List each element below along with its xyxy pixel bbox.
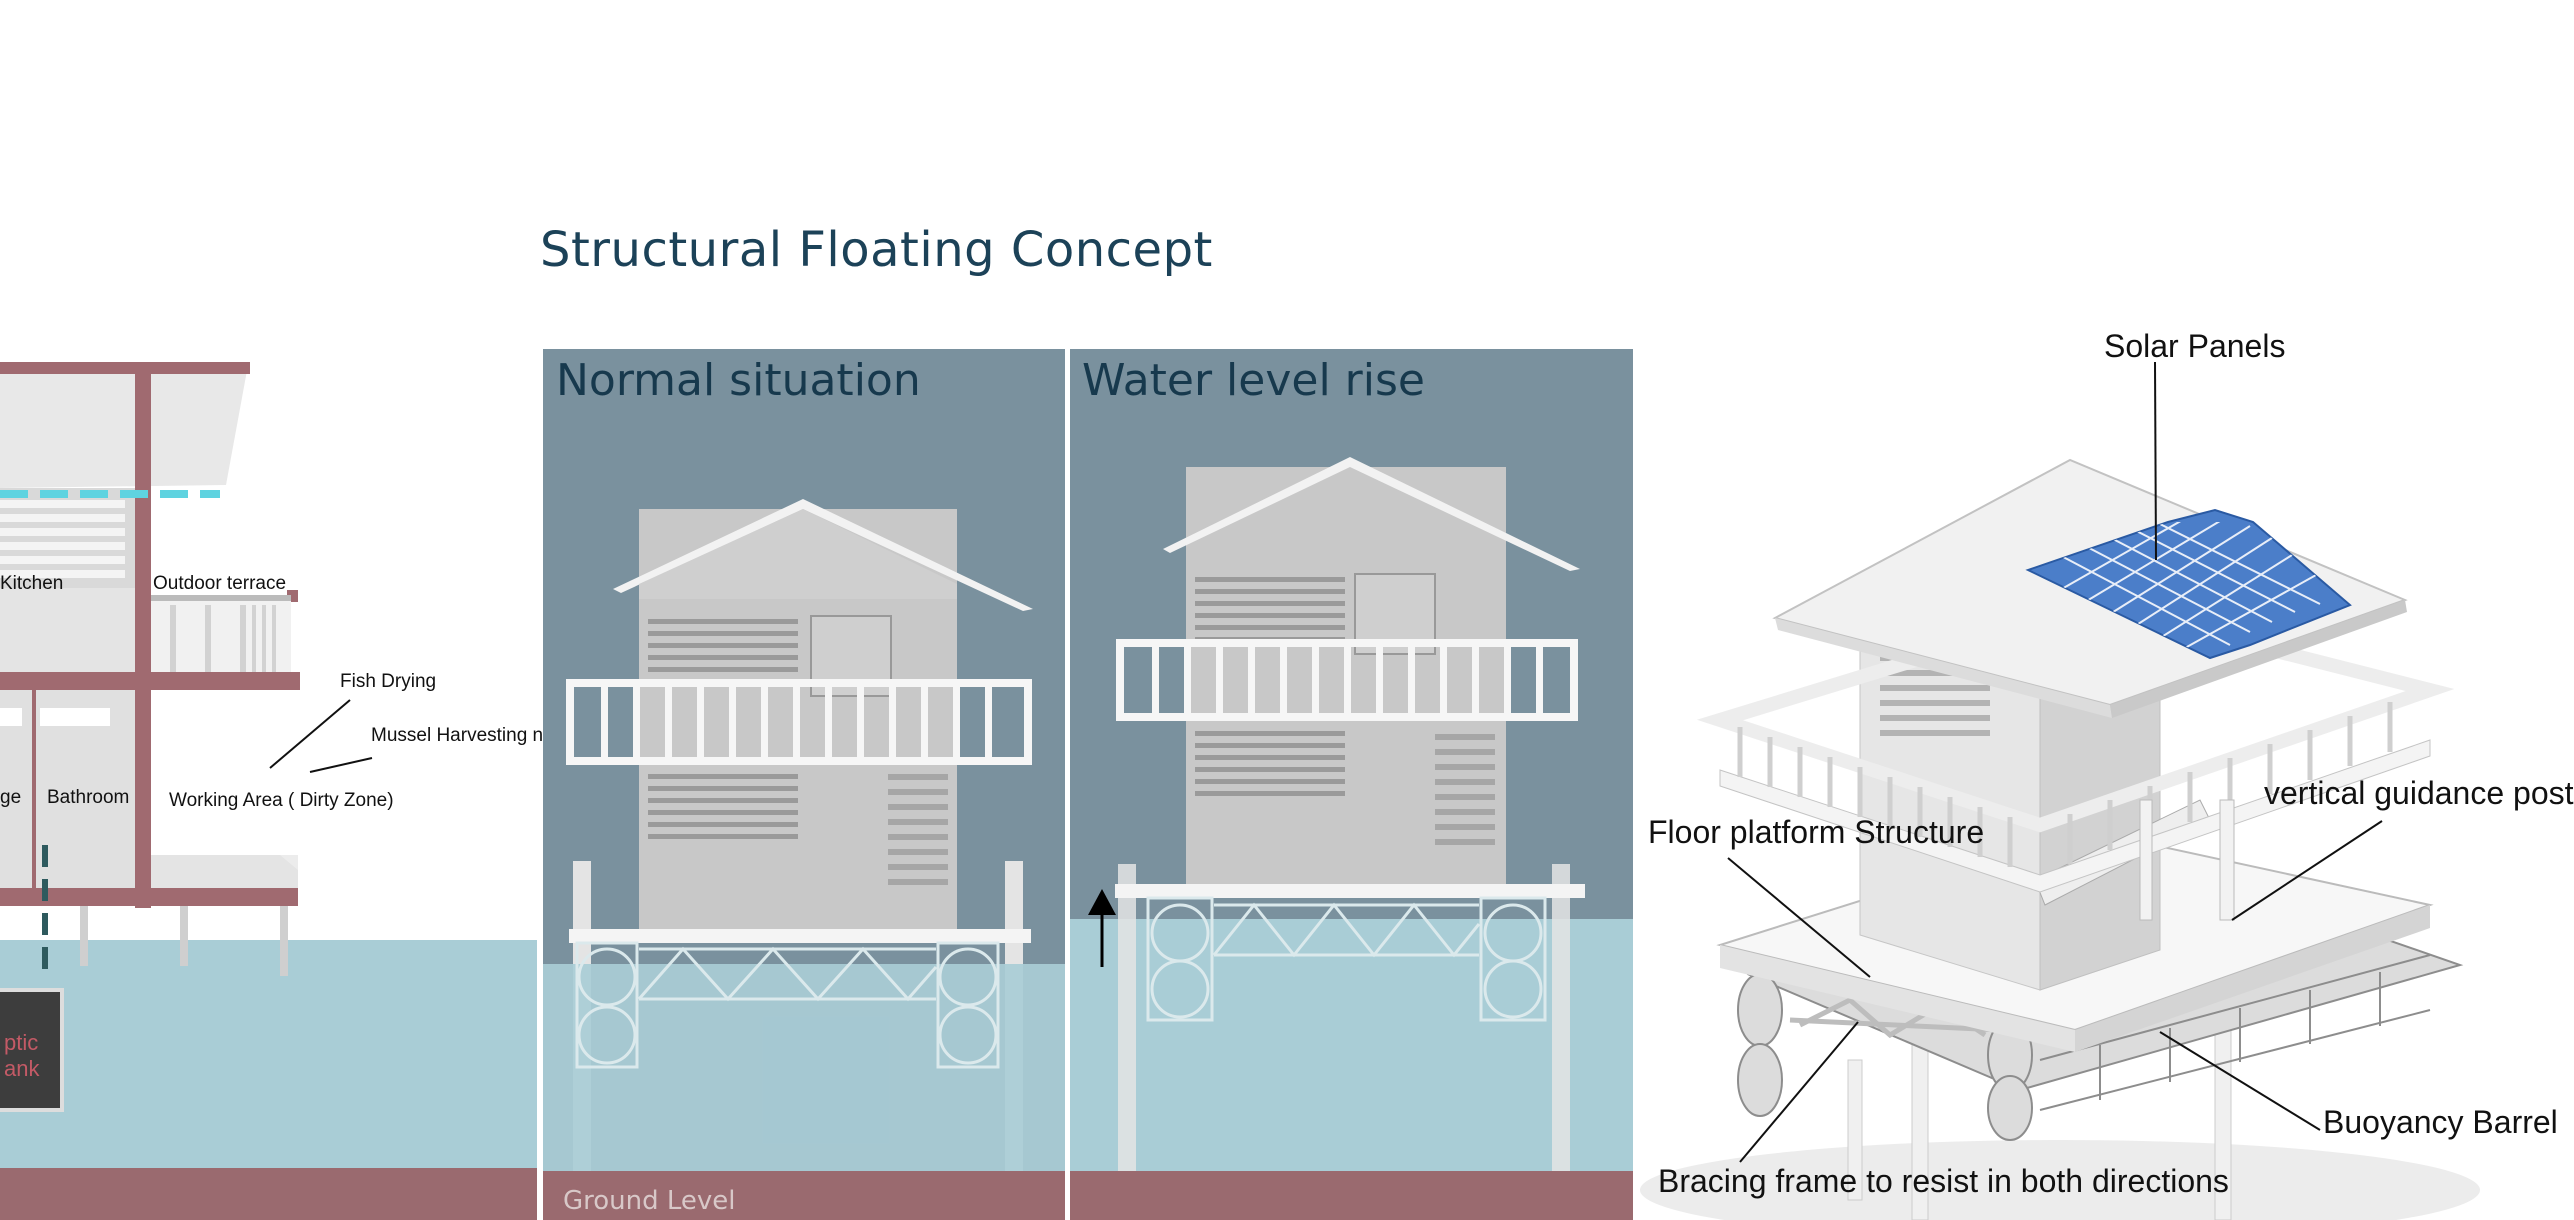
panel-rise — [1070, 349, 1633, 1220]
label-floor-platform: Floor platform Structure — [1648, 814, 1985, 850]
panel-rise-title: Water level rise — [1082, 355, 1425, 406]
label-kitchen: Kitchen — [0, 573, 64, 594]
label-buoyancy-barrel: Buoyancy Barrel — [2323, 1104, 2558, 1140]
label-bathroom: Bathroom — [47, 787, 130, 808]
axonometric-grid — [1727, 361, 2383, 1163]
axonometric-model — [1640, 458, 2480, 1220]
rise-platform — [1115, 884, 1585, 898]
section-roof — [0, 365, 248, 488]
septic-tank — [0, 988, 64, 1112]
panel-normal-title: Normal situation — [556, 355, 921, 406]
section-column — [135, 368, 151, 908]
section-ground — [0, 1168, 537, 1220]
rise-water — [1070, 919, 1633, 1220]
panel-normal — [543, 349, 1065, 1220]
label-bracing-frame: Bracing frame to resist in both directio… — [1658, 1163, 2229, 1199]
septic-label: ptic ank — [4, 1030, 39, 1082]
section-louvers — [0, 500, 125, 578]
normal-platform — [569, 929, 1031, 943]
label-storage: ge — [0, 787, 22, 808]
septic-label-1: ptic — [4, 1030, 39, 1055]
label-mussel-net: Mussel Harvesting net — [371, 725, 559, 746]
label-vertical-post: vertical guidance post — [2264, 775, 2574, 811]
label-working-area: Working Area ( Dirty Zone) — [169, 790, 394, 811]
rise-arrow-icon — [1088, 889, 1116, 967]
vertical-guidance-post — [2219, 799, 2235, 921]
label-solar-panels: Solar Panels — [2104, 328, 2286, 364]
label-outdoor-terrace: Outdoor terrace — [153, 573, 287, 594]
septic-label-2: ank — [4, 1056, 40, 1081]
section-water — [0, 940, 537, 1170]
ground-level-label: Ground Level — [563, 1186, 736, 1216]
page-title: Structural Floating Concept — [540, 222, 1213, 278]
label-fish-drying: Fish Drying — [340, 671, 437, 692]
